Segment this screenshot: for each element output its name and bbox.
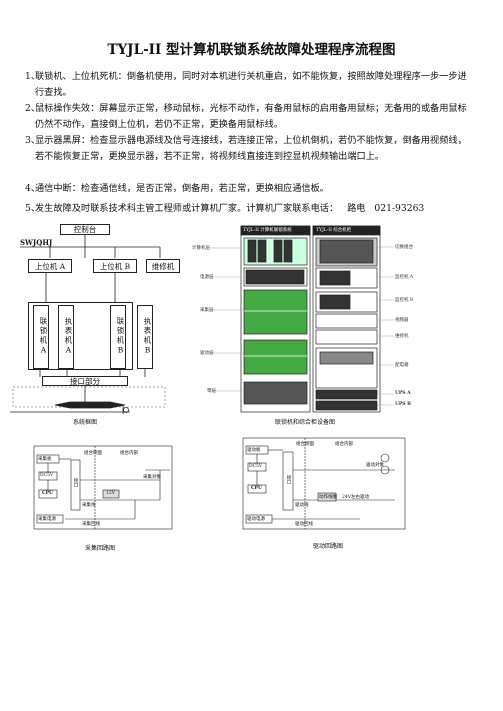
exec-b-box: 执表机B (137, 305, 153, 369)
acq-object: 采集对象 (143, 475, 161, 480)
drv-caption: 驱动回路图 (312, 543, 343, 550)
drv-24v: 24V左右驱动 (342, 495, 369, 500)
acq-caption: 采集回路图 (84, 545, 115, 552)
drv-coil: 动作线圈 (319, 495, 337, 500)
drv-power: 驱动电源 (247, 517, 265, 522)
right-label-monitor-a: 监控机 A (395, 275, 414, 280)
system-caption: 系统框图 (72, 419, 97, 426)
interface-box: 接口部分 (42, 376, 128, 386)
right-label-switch: 切换组合 (395, 245, 413, 250)
acq-12v: 12V (106, 491, 115, 496)
switch-label: SWJQHJ (20, 238, 53, 247)
step-2: 2、 鼠标操作失效：屏幕显示正常，移动鼠标，光标不动作，有备用鼠标的启用备用鼠标… (25, 103, 467, 130)
cabinet-header-left: TYJL-II 计算机联锁系统 (243, 228, 292, 233)
maint-box: 维修机 (146, 259, 180, 273)
layer-label-acquisition: 采集层 (200, 308, 214, 313)
acq-line: 采集线 (82, 503, 96, 508)
acq-cpu: CPU (42, 491, 53, 496)
acq-interface: 接口 (73, 478, 78, 487)
drv-dc5v: DC5V (249, 464, 263, 469)
interlock-a-box: 联锁机A (33, 305, 49, 369)
drv-object: 驱动对象 (366, 463, 384, 468)
drv-side: 组合侧面 (296, 442, 314, 447)
cabinet-caption: 联锁机和综合柜设备图 (274, 419, 335, 426)
console-box: 控制台 (60, 224, 110, 235)
layer-label-power: 电源层 (200, 275, 214, 280)
acq-side: 组合侧面 (84, 451, 102, 456)
layer-label-drive: 驱动层 (200, 351, 214, 356)
acq-board: 采集板 (38, 457, 52, 462)
right-label-monitor-b: 监控机 B (395, 298, 414, 303)
right-label-distribution: 配电箱 (395, 363, 409, 368)
interlock-b-box: 联锁机B (110, 305, 126, 369)
upper-a-box: 上位机 A (28, 259, 72, 273)
drv-return: 驱动回线 (295, 522, 313, 527)
step-1: 1、 联锁机、上位机死机：倒备机使用，同时对本机进行关机重启，如不能恢复，按照故… (25, 71, 467, 98)
layer-label-computer: 计算机层 (192, 246, 210, 251)
exec-a-box: 执表机A (58, 305, 74, 369)
drv-inner: 组合内部 (335, 442, 353, 447)
right-label-ups-a: UPS A (395, 391, 411, 396)
step-5: 5、 发生故障及时联系技术科主管工程师或计算机厂家。计算机厂家联系电话： 路电 … (25, 203, 425, 214)
right-label-ups-b: UPS B (395, 402, 411, 407)
upper-b-box: 上位机 B (93, 259, 137, 273)
right-label-maint: 维修机 (395, 334, 409, 339)
drv-line: 驱动线 (295, 503, 309, 508)
page-title: TYJL-II 型计算机联锁系统故障处理程序流程图 (107, 42, 396, 58)
acq-dc5v: DC5V (40, 473, 54, 478)
drv-interface: 接口 (286, 475, 291, 484)
acq-power: 采集电源 (38, 517, 56, 522)
step-4: 4、 通信中断：检查通信线，是否正常，倒备用，若正常，更换相应通信板。 (25, 183, 329, 194)
acq-inner: 组合内部 (120, 451, 138, 456)
right-label-video: 视频器 (395, 318, 409, 323)
step-3: 3、 显示器黑屏：检查显示器电源线及信号连接线，若连接正常，上位机倒机，若仍不能… (25, 135, 467, 162)
drv-board: 驱动板 (247, 448, 261, 453)
acq-return: 采集回线 (82, 522, 100, 527)
layer-label-zero: 零层 (207, 389, 216, 394)
cabinet-header-right: TYJL-II 综合机柜 (316, 228, 352, 233)
drv-cpu: CPU (251, 486, 262, 491)
